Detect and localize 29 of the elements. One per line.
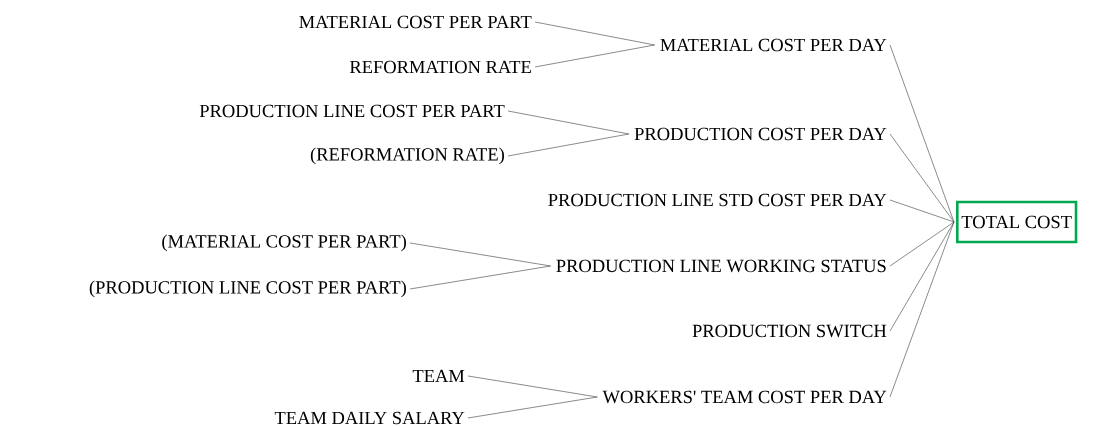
variable-label: PRODUCTION LINE WORKING STATUS [556,259,886,273]
connector-line [507,110,630,135]
connector-line [534,21,655,46]
variable-label: MATERIAL COST PER DAY [660,38,887,52]
variable-label: PRODUCTION SWITCH [692,324,887,338]
connector-line [889,221,955,332]
variable-box: TOTAL COST [956,200,1078,244]
connector-line [467,396,598,419]
connector-line [507,133,630,157]
connector-line [889,199,955,223]
connector-line [889,44,955,223]
connector-line [534,44,655,68]
variable-label: (PRODUCTION LINE COST PER PART) [89,280,406,298]
variable-label: MATERIAL COST PER PART [299,15,532,29]
connector-line [889,221,955,398]
variable-label: PRODUCTION COST PER DAY [634,127,887,141]
connector-line [889,133,955,223]
connector-line [889,221,955,267]
variable-label: TEAM DAILY SALARY [274,411,465,425]
connector-line [409,265,551,290]
variable-label: REFORMATION RATE [349,60,531,74]
variable-label: PRODUCTION LINE COST PER PART [199,104,505,118]
variable-label: (MATERIAL COST PER PART) [162,234,406,252]
connector-line [467,375,598,398]
variable-label: WORKERS' TEAM COST PER DAY [602,390,887,404]
variable-label: TEAM [412,369,465,383]
connector-line [409,242,551,267]
variable-label: (REFORMATION RATE) [310,147,504,165]
variable-label: PRODUCTION LINE STD COST PER DAY [548,193,887,207]
